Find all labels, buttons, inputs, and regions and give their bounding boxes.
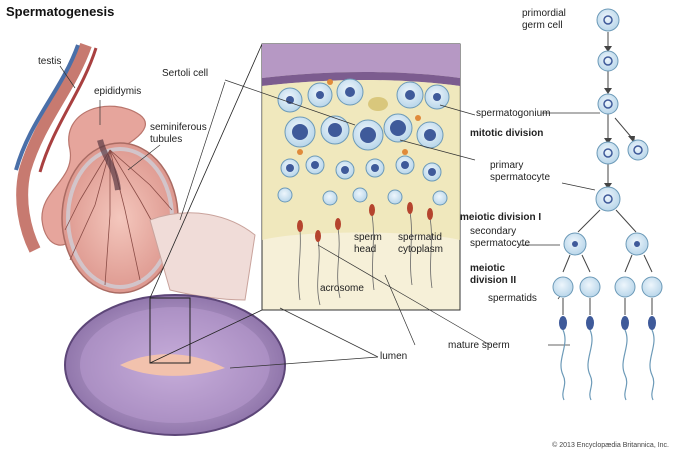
label-sertoli-cell: Sertoli cell (162, 68, 209, 79)
label-meiotic-division-1: meiotic division I (460, 212, 542, 223)
label-mitotic-division: mitotic division (470, 128, 544, 139)
label-primordial-germ-cell: primordial germ cell (522, 8, 566, 31)
label-sperm-head: sperm head (354, 232, 382, 255)
label-spermatid-cytoplasm: spermatid cytoplasm (398, 232, 444, 255)
label-meiotic-division-2: meiotic division II (470, 263, 517, 286)
label-mature-sperm: mature sperm (448, 340, 510, 351)
development-sequence (552, 8, 663, 401)
label-spermatogonium: spermatogonium (476, 108, 551, 119)
label-epididymis: epididymis (94, 86, 142, 97)
copyright-text: © 2013 Encyclopædia Britannica, Inc. (552, 442, 669, 449)
label-testis: testis (38, 56, 62, 67)
panel-sperm-heads (297, 202, 433, 242)
label-secondary-spermatocyte: secondary spermatocyte (470, 226, 531, 249)
label-acrosome: acrosome (320, 283, 364, 294)
label-primary-spermatocyte: primary spermatocyte (490, 160, 551, 183)
diagram-title: Spermatogenesis (6, 4, 115, 19)
label-spermatids: spermatids (488, 293, 537, 304)
leader-lines (59, 65, 600, 369)
spermatic-cord (14, 42, 98, 253)
panel-cells (277, 78, 450, 206)
label-lumen: lumen (380, 351, 408, 362)
panel-sperm (298, 211, 433, 306)
tubule-cross-section (64, 294, 286, 436)
label-seminiferous-tubules: seminiferous tubules (150, 122, 207, 145)
tubule-funnel (149, 212, 256, 301)
